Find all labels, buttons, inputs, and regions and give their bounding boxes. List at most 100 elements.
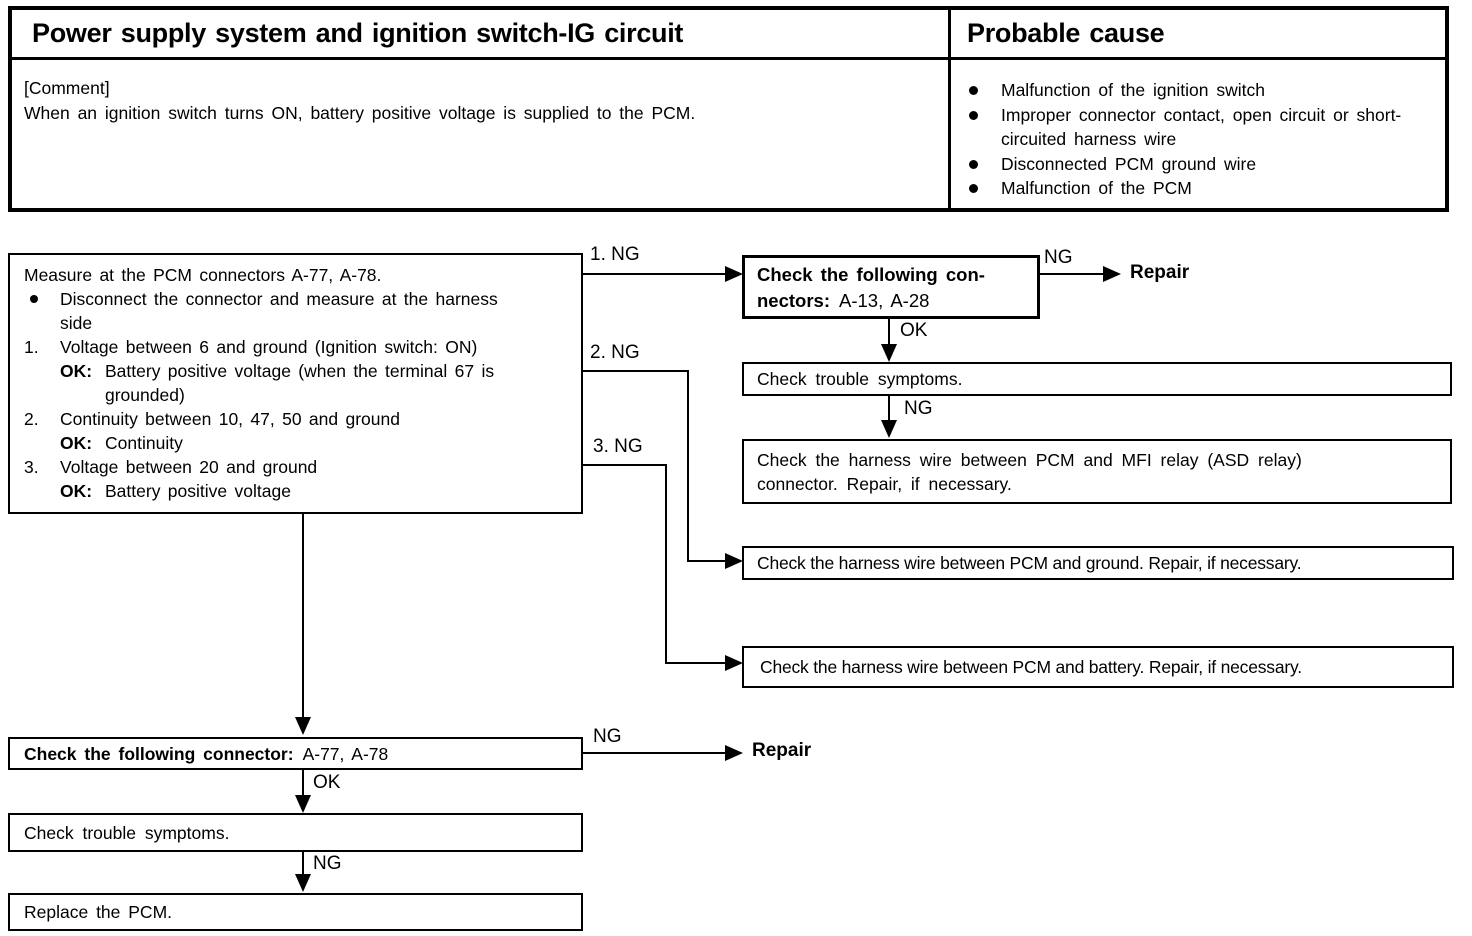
- comment-text: When an ignition switch turns ON, batter…: [24, 103, 696, 123]
- step-body: Voltage between 6 and ground (Ignition s…: [60, 335, 569, 407]
- arrowhead-right-icon: [725, 553, 743, 569]
- ok-line: OK: Battery positive voltage: [60, 479, 569, 503]
- measure-step-3: 3. Voltage between 20 and ground OK: Bat…: [24, 455, 569, 503]
- check-harness-mfi-relay-text: Check the harness wire between PCM and M…: [757, 450, 1302, 494]
- ok-text: Continuity: [105, 433, 183, 453]
- label-3-ng: 3. NG: [593, 436, 643, 457]
- measure-title: Measure at the PCM connectors A-77, A-78…: [24, 265, 382, 285]
- label-ng-bottom: NG: [593, 726, 622, 747]
- probable-cause-list: Malfunction of the ignition switch Impro…: [965, 78, 1435, 201]
- ok-text: Battery positive voltage (when the termi…: [105, 361, 495, 405]
- arrow-line-2ng-h1: [583, 370, 689, 372]
- check-connectors-line2: nectors: A-13, A-28: [757, 288, 1027, 314]
- probable-cause-header-cell: Probable cause: [948, 10, 1445, 60]
- connector-ids: A-13, A-28: [839, 290, 930, 311]
- ok-text: Battery positive voltage: [105, 481, 291, 501]
- arrow-line-3ng-v: [665, 464, 667, 664]
- ok-label: OK:: [60, 361, 93, 381]
- arrowhead-right-icon: [725, 266, 743, 282]
- arrow-line-ng-bottom2: [302, 852, 304, 876]
- check-harness-battery-text: Check the harness wire between PCM and b…: [760, 657, 1302, 677]
- label-ok-top: OK: [900, 320, 928, 341]
- step-text: Continuity between 10, 47, 50 and ground: [60, 409, 400, 429]
- bullet-icon: [969, 86, 978, 95]
- label-1-ng: 1. NG: [590, 244, 640, 265]
- step-body: Voltage between 20 and ground OK: Batter…: [60, 455, 569, 503]
- step-number: 2.: [24, 409, 39, 429]
- comment-label: [Comment]: [24, 78, 110, 98]
- step-text: Voltage between 6 and ground (Ignition s…: [60, 337, 478, 357]
- label-ng-bottom2: NG: [313, 853, 342, 874]
- label-ok-bottom: OK: [313, 772, 341, 793]
- check-harness-mfi-relay-box: Check the harness wire between PCM and M…: [742, 439, 1452, 504]
- system-title-cell: Power supply system and ignition switch-…: [12, 10, 948, 60]
- step-text: Voltage between 20 and ground: [60, 457, 318, 477]
- check-connectors-a13-a28-box: Check the following con- nectors: A-13, A…: [742, 255, 1040, 319]
- measure-bullet-text: Disconnect the connector and measure at …: [60, 289, 498, 333]
- measure-bullet-line: Disconnect the connector and measure at …: [24, 287, 569, 335]
- arrowhead-down-icon: [295, 717, 311, 735]
- probable-cause-text: Malfunction of the ignition switch: [1001, 80, 1265, 100]
- check-connectors-word: nectors:: [757, 290, 830, 311]
- arrow-line-3ng-h1: [583, 464, 667, 466]
- step-number: 3.: [24, 457, 39, 477]
- measure-step-2: 2. Continuity between 10, 47, 50 and gro…: [24, 407, 569, 455]
- step-number: 1.: [24, 337, 39, 357]
- arrow-line-ng-mid: [888, 396, 890, 422]
- probable-cause-cell: Malfunction of the ignition switch Impro…: [948, 60, 1445, 208]
- arrow-line-2ng-h2: [687, 560, 725, 562]
- probable-cause-item: Improper connector contact, open circuit…: [965, 103, 1435, 152]
- arrow-line-3ng-h2: [665, 662, 725, 664]
- check-harness-battery-box: Check the harness wire between PCM and b…: [742, 646, 1454, 688]
- arrow-line-2ng-v: [687, 370, 689, 562]
- check-connector-a77-a78-box: Check the following connector: A-77, A-7…: [8, 737, 583, 770]
- arrowhead-down-icon: [295, 795, 311, 813]
- header-table: Power supply system and ignition switch-…: [8, 6, 1449, 212]
- check-connectors-line1: Check the following con-: [757, 264, 985, 285]
- arrow-line-1ng: [583, 273, 726, 275]
- probable-cause-title: Probable cause: [967, 18, 1165, 48]
- probable-cause-text: Malfunction of the PCM: [1001, 178, 1192, 198]
- replace-pcm-box: Replace the PCM.: [8, 893, 583, 931]
- bullet-icon: [30, 295, 38, 303]
- arrowhead-right-icon: [725, 655, 743, 671]
- replace-pcm-text: Replace the PCM.: [24, 902, 173, 922]
- bullet-icon: [969, 110, 978, 120]
- page-title: Power supply system and ignition switch-…: [32, 18, 684, 48]
- probable-cause-item: Malfunction of the PCM: [965, 176, 1435, 201]
- arrowhead-down-icon: [881, 344, 897, 362]
- label-repair-top: Repair: [1130, 262, 1190, 283]
- arrowhead-right-icon: [1103, 266, 1121, 282]
- ok-line: OK: Battery positive voltage (when the t…: [60, 359, 569, 407]
- probable-cause-item: Malfunction of the ignition switch: [965, 78, 1435, 103]
- arrow-line-ok-bottom: [302, 770, 304, 797]
- probable-cause-text: Disconnected PCM ground wire: [1001, 153, 1257, 174]
- check-harness-ground-text: Check the harness wire between PCM and g…: [757, 553, 1302, 573]
- label-repair-bottom: Repair: [752, 740, 812, 761]
- ok-label: OK:: [60, 481, 93, 501]
- arrow-line-repair-bottom: [583, 752, 725, 754]
- ok-line: OK: Continuity: [60, 431, 569, 455]
- check-trouble-symptoms-text: Check trouble symptoms.: [24, 822, 230, 843]
- arrow-line-repair-top: [1040, 273, 1104, 275]
- connector-ids: A-77, A-78: [302, 743, 389, 764]
- measure-pcm-box: Measure at the PCM connectors A-77, A-78…: [8, 253, 583, 514]
- label-ng-mid: NG: [904, 398, 933, 419]
- comment-cell: [Comment] When an ignition switch turns …: [12, 60, 948, 208]
- arrowhead-down-icon: [295, 874, 311, 892]
- check-trouble-symptoms-bottom-box: Check trouble symptoms.: [8, 813, 583, 852]
- bullet-icon: [969, 184, 978, 193]
- label-ng-top: NG: [1044, 247, 1073, 268]
- arrowhead-down-icon: [881, 420, 897, 438]
- measure-step-1: 1. Voltage between 6 and ground (Ignitio…: [24, 335, 569, 407]
- label-2-ng: 2. NG: [590, 342, 640, 363]
- arrow-line-main-down: [302, 514, 304, 719]
- ok-label: OK:: [60, 433, 93, 453]
- check-trouble-symptoms-top-box: Check trouble symptoms.: [742, 362, 1452, 396]
- probable-cause-text: Improper connector contact, open circuit…: [1001, 104, 1402, 150]
- step-body: Continuity between 10, 47, 50 and ground…: [60, 407, 569, 455]
- check-harness-ground-box: Check the harness wire between PCM and g…: [742, 546, 1454, 580]
- probable-cause-item: Disconnected PCM ground wire: [965, 152, 1435, 177]
- arrow-line-ok-top: [888, 319, 890, 346]
